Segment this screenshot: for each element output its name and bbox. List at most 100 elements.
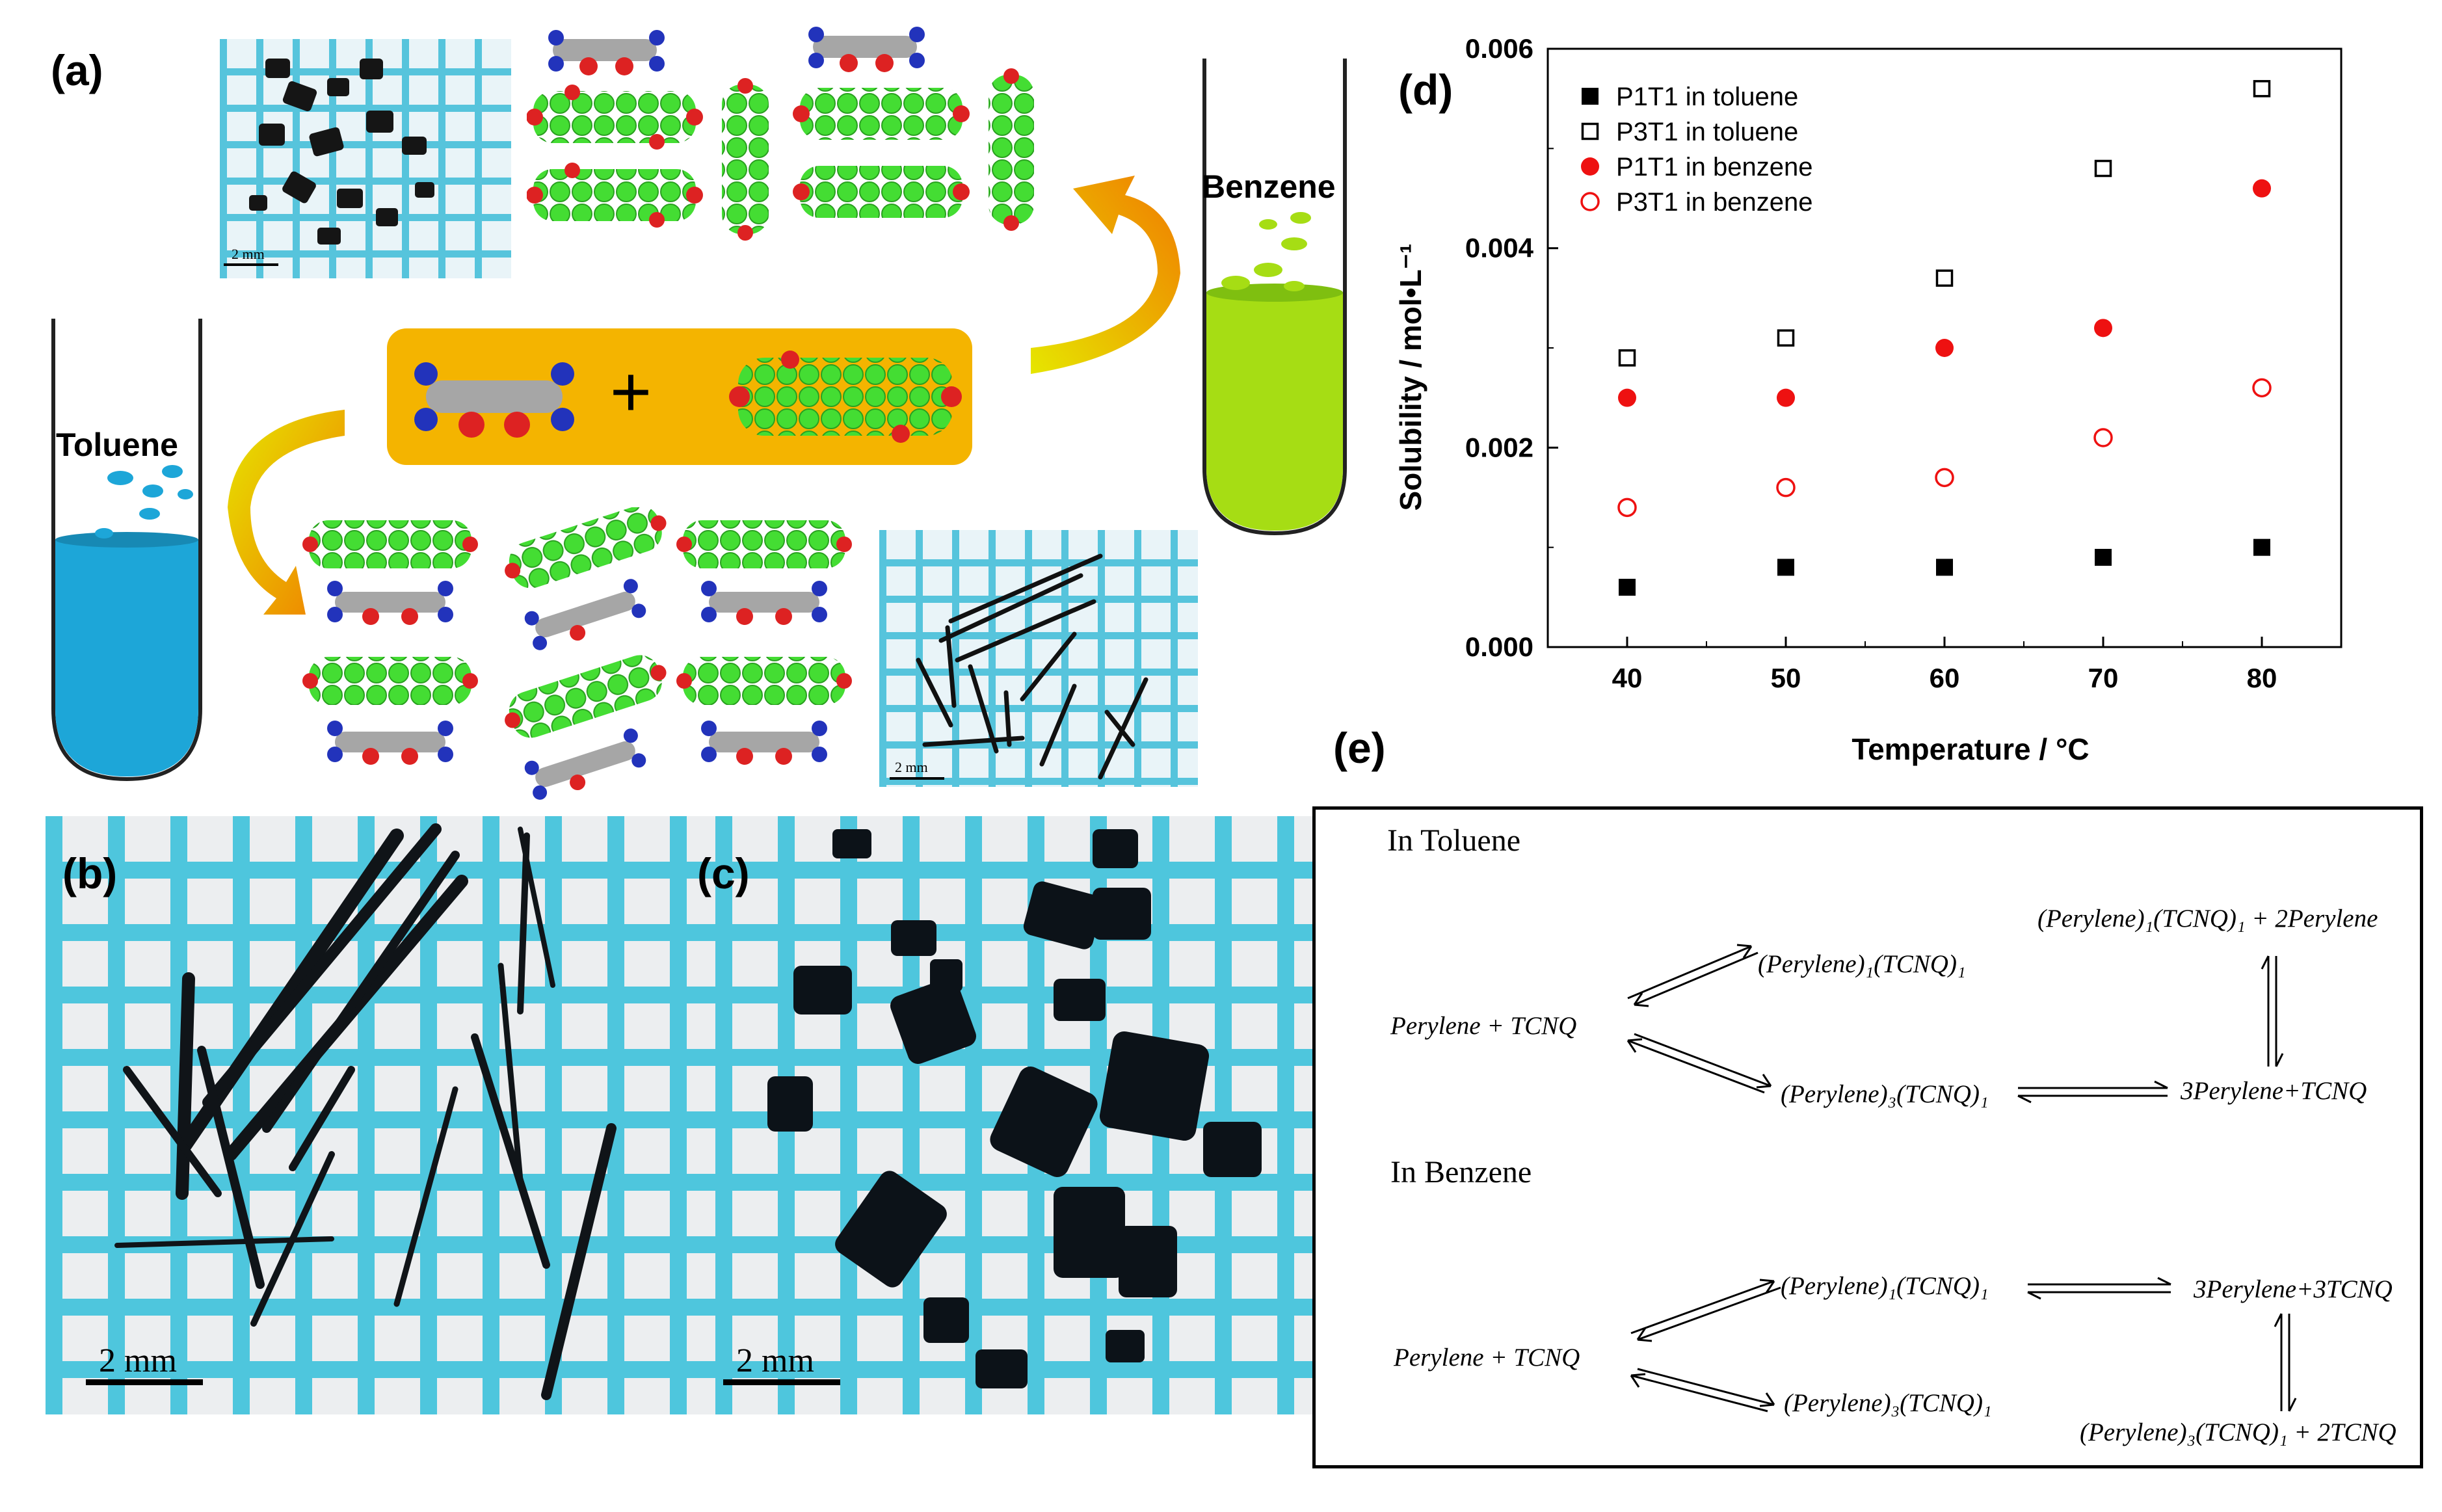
perylene-molecule: [302, 520, 478, 568]
double-arrow: [1630, 1279, 1781, 1342]
double-arrow: [1626, 1033, 1772, 1094]
reactant-molecules: +: [414, 351, 962, 443]
legend-label: P3T1 in toluene: [1616, 118, 1798, 146]
toluene-heading: In Toluene: [1387, 823, 1521, 858]
double-arrow: [2027, 1277, 2171, 1300]
double-arrow-vertical: [2261, 955, 2284, 1067]
data-point: [2253, 179, 2271, 198]
panel-label-a: (a): [51, 46, 103, 94]
plus-sign: +: [610, 352, 652, 432]
legend-marker: [1581, 122, 1599, 140]
scale-bar: [86, 1379, 203, 1385]
tcnq-molecule-tilted: [524, 579, 646, 650]
tcnq-molecule: [808, 27, 925, 72]
x-tick-label: 50: [1771, 663, 1801, 693]
toluene-p3t1: (Perylene)₃(TCNQ)₁: [1781, 1080, 1989, 1108]
perylene-molecule: [527, 85, 703, 150]
perylene-molecule: [793, 88, 970, 140]
scale-bar: [723, 1379, 840, 1385]
benzene-right-bottom: (Perylene)₃(TCNQ)₁ + 2TCNQ: [2080, 1418, 2396, 1446]
data-point: [2252, 378, 2272, 398]
legend-label: P1T1 in benzene: [1616, 153, 1812, 181]
scale-label: 2 mm: [99, 1342, 177, 1379]
photo-block-crystals-small: 2 mm: [220, 39, 511, 278]
needle-crystals-small: [916, 553, 1148, 780]
arrows: [228, 176, 1180, 615]
perylene-molecule: [793, 166, 970, 218]
legend-marker: [1580, 192, 1600, 211]
tcnq-molecule: [701, 721, 827, 765]
equilibrium-arrows: [1626, 944, 2297, 1413]
perylene-molecule-vertical: [989, 68, 1034, 231]
block-crystals-small: [249, 59, 434, 245]
arrow-to-toluene-product: [228, 410, 345, 615]
panel-label-d: (d): [1398, 66, 1453, 114]
y-tick-label: 0.002: [1465, 432, 1533, 462]
perylene-molecule: [676, 657, 852, 705]
benzene-test-tube: [1202, 59, 1347, 536]
tcnq-molecule: [701, 581, 827, 625]
legend-label: P3T1 in benzene: [1616, 188, 1812, 217]
double-arrow: [1630, 1368, 1775, 1413]
data-point: [2094, 159, 2112, 178]
molecular-stacks-bottom: [302, 507, 852, 800]
data-point: [2253, 80, 2271, 98]
data-point: [2093, 428, 2113, 447]
benzene-heading: In Benzene: [1390, 1155, 1532, 1189]
benzene-right-top: 3Perylene+3TCNQ: [2194, 1275, 2393, 1303]
chart-marks: [1617, 80, 2272, 596]
scale-bar: [224, 263, 278, 266]
panel-label-e: (e): [1333, 724, 1386, 772]
data-point: [2253, 538, 2270, 556]
needle-crystals: [114, 823, 617, 1400]
data-point: [1618, 388, 1636, 407]
data-point: [1619, 579, 1636, 596]
perylene-molecule: [676, 520, 852, 568]
tcnq-molecule: [548, 30, 665, 75]
data-point: [2095, 549, 2112, 566]
benzene-p3t1: (Perylene)₃(TCNQ)₁: [1784, 1389, 1992, 1417]
x-tick-label: 80: [2247, 663, 2277, 693]
perylene-molecule: [729, 351, 962, 443]
toluene-label: Toluene: [56, 427, 178, 463]
photo-needle-crystals-small: 2 mm: [879, 530, 1198, 787]
solubility-chart: 40 50 60 70 80 0.000 0.002 0.004 0.006 P1T1 in t…: [1394, 33, 2342, 766]
toluene-reactant: Perylene + TCNQ: [1390, 1012, 1577, 1040]
scale-label: 2 mm: [895, 759, 928, 775]
perylene-molecule-tilted: [505, 507, 667, 589]
benzene-reactant: Perylene + TCNQ: [1394, 1344, 1580, 1372]
x-tick-label: 60: [1930, 663, 1960, 693]
scale-label: 2 mm: [736, 1342, 814, 1379]
data-point: [1936, 559, 1953, 576]
tcnq-molecule-tilted: [524, 728, 646, 800]
toluene-right-bottom: 3Perylene+TCNQ: [2181, 1077, 2367, 1105]
x-tick-label: 40: [1612, 663, 1643, 693]
legend-label: P1T1 in toluene: [1616, 83, 1798, 111]
data-point: [1617, 497, 1637, 518]
double-arrow-vertical: [2274, 1313, 2297, 1412]
tcnq-molecule: [414, 362, 574, 438]
photo-needle-crystals: 2 mm: [46, 816, 715, 1414]
data-point: [1935, 339, 1954, 357]
panel-label-c: (c): [697, 849, 750, 897]
block-crystals: [767, 829, 1262, 1388]
y-tick-label: 0.004: [1465, 233, 1534, 263]
tcnq-molecule: [327, 581, 453, 625]
data-point: [1777, 329, 1795, 347]
data-point: [2094, 319, 2112, 338]
data-point: [1935, 269, 1954, 287]
data-point: [1777, 388, 1795, 407]
y-tick-label: 0.006: [1465, 33, 1533, 64]
x-tick-label: 70: [2088, 663, 2119, 693]
photo-block-crystals: 2 mm: [715, 816, 1314, 1414]
toluene-right-top: (Perylene)₁(TCNQ)₁ + 2Perylene: [2037, 905, 2378, 933]
data-point: [1618, 349, 1636, 367]
legend-marker: [1582, 88, 1599, 105]
y-tick-label: 0.000: [1465, 631, 1533, 662]
perylene-molecule: [527, 163, 703, 228]
scale-label: 2 mm: [232, 246, 265, 262]
benzene-p1t1: (Perylene)₁(TCNQ)₁: [1781, 1272, 1989, 1300]
double-arrow: [1627, 944, 1759, 1007]
x-axis-label: Temperature / °C: [1851, 732, 2089, 766]
